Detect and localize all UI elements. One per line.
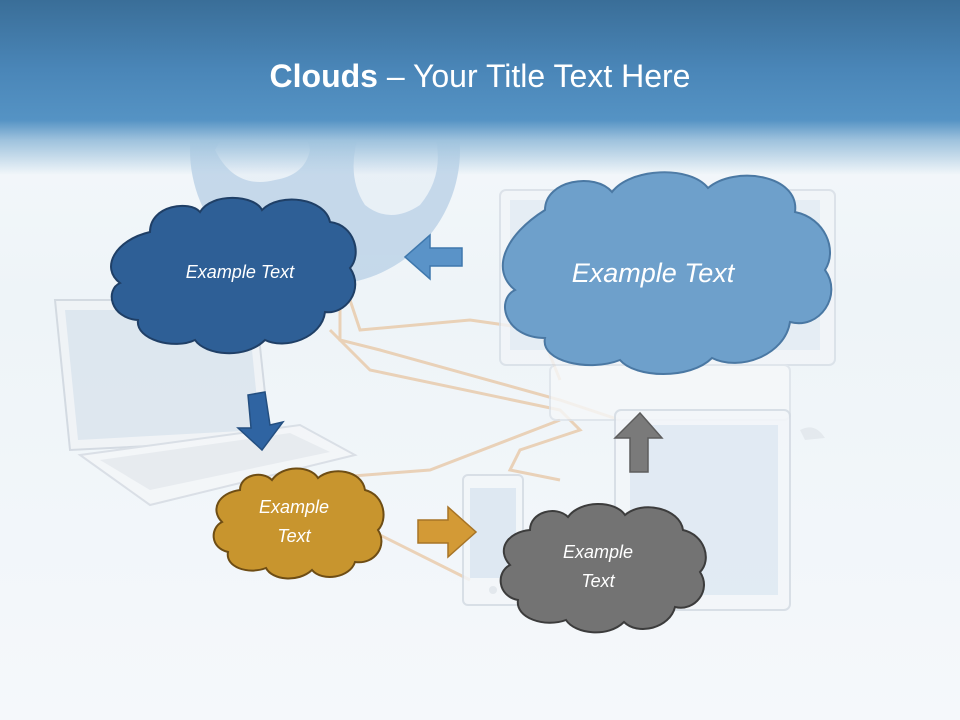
cloud-light-blue-label: Example Text (571, 258, 735, 288)
cloud-dark-blue-label: Example Text (185, 262, 295, 282)
title-bar (0, 0, 960, 175)
cloud-gray-label-line2: Text (581, 571, 615, 591)
cloud-gray-label: Example Text (540, 538, 656, 596)
title-rest: Your Title Text Here (412, 58, 691, 94)
title-bold: Clouds (269, 58, 378, 94)
cloud-gold-label: Example Text (238, 493, 350, 551)
arrow-left (403, 233, 463, 281)
cloud-gold-label-line1: Example (258, 497, 330, 517)
cloud-gray (499, 503, 707, 634)
arrow-up (613, 411, 664, 473)
cloud-gold-label-line2: Text (277, 526, 311, 546)
title-dash: – (377, 58, 413, 94)
cloud-gray-label-line1: Example (562, 542, 634, 562)
page-title: Clouds – Your Title Text Here (0, 56, 960, 96)
cloud-dark-blue (110, 196, 357, 355)
arrow-right (417, 505, 478, 559)
arrow-down (236, 391, 285, 452)
cloud-gold (212, 467, 385, 580)
